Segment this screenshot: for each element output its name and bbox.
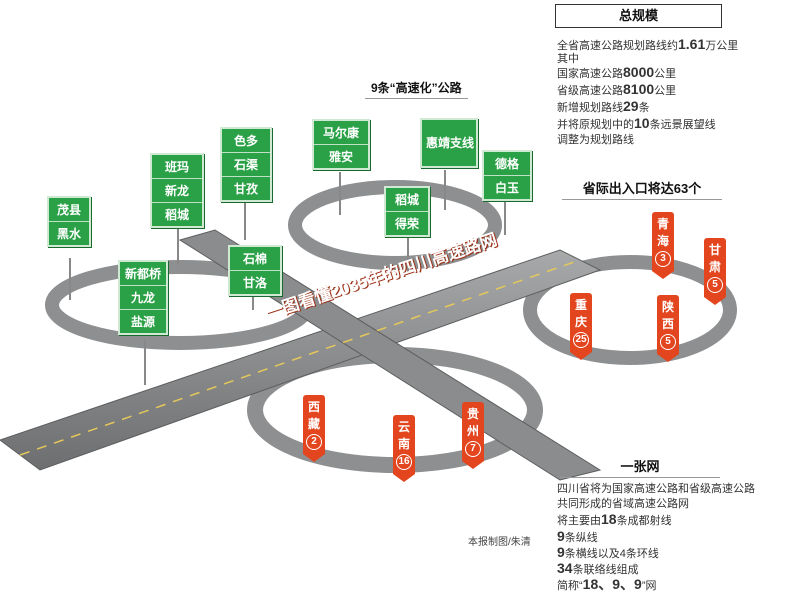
pin-gansu: 甘肃 5 [704, 238, 726, 305]
sign-row: 马尔康 [314, 121, 368, 145]
network-line: 9条纵线 [557, 528, 598, 544]
summary-line: 全省高速公路规划路线约1.61万公里 [557, 36, 739, 52]
pin-label: 甘肃 [708, 243, 721, 274]
pin-xizang: 西藏 2 [303, 395, 325, 462]
summary-line: 调整为规划路线 [557, 134, 634, 146]
network-line: 将主要由18条成都射线 [557, 511, 672, 527]
sign-row: 稻城 [386, 188, 428, 212]
sign-row: 石棉 [230, 247, 280, 271]
ramp-loop-right [523, 255, 737, 365]
sign-row: 石渠 [222, 153, 270, 177]
sign-banma: 班玛 新龙 稻城 [150, 153, 204, 228]
sign-row: 盐源 [130, 315, 155, 329]
sign-row: 九龙 [120, 286, 166, 310]
pin-count: 16 [396, 454, 412, 470]
sign-row: 甘洛 [242, 276, 267, 290]
sign-maoxian: 茂县 黑水 [47, 196, 91, 247]
sign-seduo: 色多 石渠 甘孜 [220, 127, 272, 202]
main-road-cross [178, 229, 602, 481]
pin-label: 贵州 [466, 407, 479, 438]
summary-line: 新增规划路线29条 [557, 98, 650, 114]
sign-row: 甘孜 [233, 182, 258, 196]
pin-count: 25 [573, 332, 589, 348]
sign-row: 茂县 [49, 198, 89, 222]
sign-huijing: 惠靖支线 [420, 118, 478, 168]
network-title: 一张网 [560, 456, 720, 478]
sign-row: 白玉 [494, 181, 519, 195]
sign-row: 得荣 [394, 217, 419, 231]
pin-count: 5 [660, 334, 676, 350]
sign-row: 班玛 [152, 155, 202, 179]
network-line: 四川省将为国家高速公路和省级高速公路 [557, 483, 755, 495]
sign-row: 黑水 [56, 227, 81, 241]
pin-guizhou: 贵州 7 [462, 402, 484, 469]
sign-maerkang: 马尔康 雅安 [312, 119, 370, 170]
pin-label: 陕西 [661, 300, 674, 331]
pin-chongqing: 重庆 25 [570, 293, 592, 360]
road-title: 9条“高速化”公路 [365, 79, 468, 99]
pin-label: 青海 [656, 217, 669, 248]
sign-row: 惠靖支线 [426, 136, 475, 150]
credit-text: 本报制图/朱清 [468, 537, 531, 548]
sign-row: 新龙 [152, 179, 202, 203]
entrances-title: 省际出入口将达63个 [562, 178, 722, 200]
network-line: 简称“18、9、9”网 [557, 576, 657, 592]
pin-count: 7 [465, 441, 481, 457]
sign-row: 稻城 [164, 208, 189, 222]
pin-count: 3 [655, 251, 671, 267]
pin-yunnan: 云南 16 [393, 415, 415, 482]
pin-label: 西藏 [307, 400, 320, 431]
summary-title: 总规模 [555, 4, 722, 28]
network-line: 34条联络线组成 [557, 560, 639, 576]
sign-daocheng: 稻城 得荣 [384, 186, 430, 237]
sign-row: 色多 [222, 129, 270, 153]
summary-line: 国家高速公路8000公里 [557, 64, 677, 80]
summary-line: 并将原规划中的10条远景展望线 [557, 115, 716, 131]
sign-shimian: 石棉 甘洛 [228, 245, 282, 296]
summary-line: 省级高速公路8100公里 [557, 81, 677, 97]
sign-dege: 德格 白玉 [482, 150, 532, 201]
pin-count: 2 [306, 434, 322, 450]
sign-row: 雅安 [328, 150, 353, 164]
summary-line: 其中 [557, 53, 579, 65]
network-line: 9条横线以及4条环线 [557, 544, 659, 560]
sign-xinduqiao: 新都桥 九龙 盐源 [118, 260, 168, 335]
pin-shaanxi: 陕西 5 [657, 295, 679, 362]
sign-row: 德格 [484, 152, 530, 176]
pin-label: 重庆 [574, 298, 587, 329]
pin-count: 5 [707, 277, 723, 293]
pin-label: 云南 [397, 420, 410, 451]
pin-qinghai: 青海 3 [652, 212, 674, 279]
network-line: 共同形成的省域高速公路网 [557, 498, 689, 510]
sign-row: 新都桥 [120, 262, 166, 286]
